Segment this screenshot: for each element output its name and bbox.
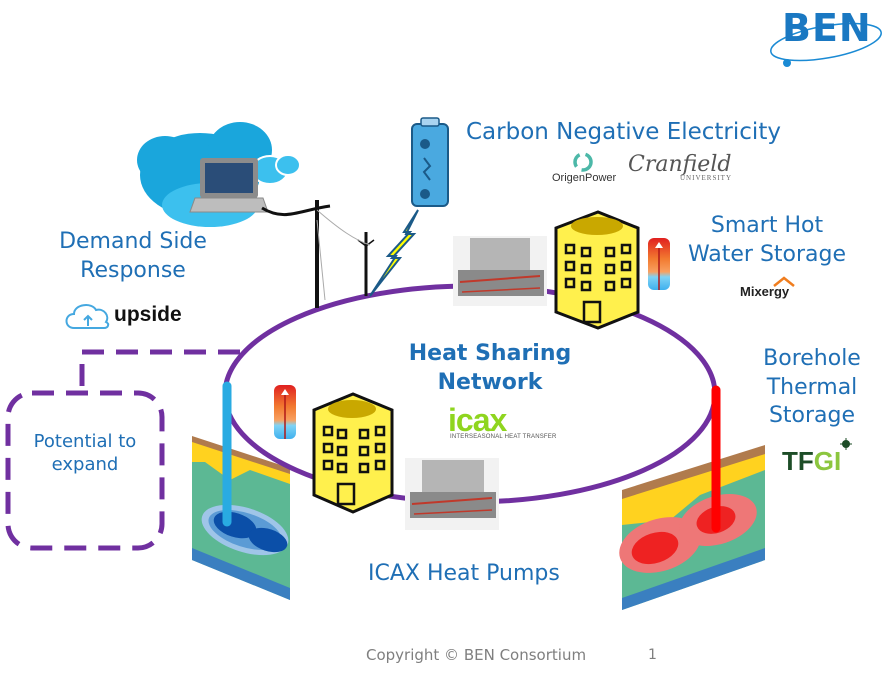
smart-hot-water-line2: Water Storage <box>687 241 847 267</box>
potential-expand-label: Potential to expand <box>20 430 150 477</box>
borehole-label: Borehole Thermal Storage <box>752 345 872 431</box>
hot-water-tank-bottom-icon <box>274 385 296 439</box>
copyright-text: Copyright © BEN Consortium <box>366 646 587 664</box>
tfgi-mark-icon <box>840 438 852 450</box>
tfgi-logo: TFGI <box>782 448 841 474</box>
origen-ring-icon <box>573 152 593 172</box>
icax-tagline: INTERSEASONAL HEAT TRANSFER <box>450 434 557 440</box>
borehole-line1: Borehole <box>763 346 861 371</box>
demand-side-line2: Response <box>80 257 186 283</box>
smart-hot-water-label: Smart Hot Water Storage <box>682 212 852 269</box>
heat-sharing-line1: Heat Sharing <box>408 341 572 366</box>
hot-water-tank-top-icon <box>648 238 670 290</box>
cranfield-logo: Cranfield <box>628 152 732 177</box>
mixergy-logo: Mixergy <box>740 284 790 299</box>
icax-logo: icax <box>448 402 507 438</box>
borehole-line3: Storage <box>768 403 856 429</box>
heat-pump-bottom <box>405 458 499 530</box>
cranfield-sub: UNIVERSITY <box>680 174 732 182</box>
building-bottom-icon <box>312 392 394 514</box>
heat-sharing-label: Heat Sharing Network <box>400 340 580 397</box>
tfgi-tf: TF <box>782 446 814 476</box>
potential-expand-outline <box>5 349 240 551</box>
ben-logo: BEN <box>768 4 880 68</box>
mixergy-roof-icon <box>773 276 795 287</box>
power-lines-icon <box>261 200 375 308</box>
ben-logo-text: BEN <box>782 6 872 50</box>
borehole-line2: Thermal <box>766 374 858 400</box>
battery-icon <box>411 117 449 207</box>
smart-hot-water-line1: Smart Hot <box>710 213 824 238</box>
icax-heat-pumps-label: ICAX Heat Pumps <box>368 561 560 586</box>
heat-pump-top <box>453 236 547 306</box>
page-number: 1 <box>648 647 657 663</box>
potential-line1: Potential to <box>33 431 137 452</box>
demand-side-line1: Demand Side <box>59 229 207 254</box>
carbon-negative-label: Carbon Negative Electricity <box>466 119 781 145</box>
upside-logo: upside <box>114 303 182 326</box>
potential-line2: expand <box>51 454 119 476</box>
heat-sharing-line2: Network <box>437 369 543 395</box>
ben-orbit-icon <box>770 22 882 67</box>
laptop-icon <box>189 158 269 213</box>
lightning-icon <box>369 209 419 297</box>
hot-borehole-ground <box>619 445 765 610</box>
origen-power-logo: OrigenPower <box>552 172 617 184</box>
tfgi-gi: GI <box>813 446 842 476</box>
upside-cloud-icon <box>65 304 110 329</box>
building-top-icon <box>554 210 640 330</box>
demand-side-label: Demand Side Response <box>48 228 218 285</box>
